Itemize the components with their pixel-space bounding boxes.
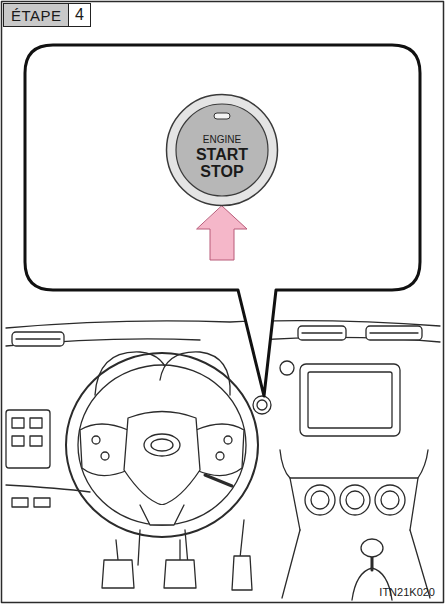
wheel-button <box>224 436 232 444</box>
switch <box>12 436 24 446</box>
knob <box>280 361 294 375</box>
button-face <box>176 104 268 196</box>
air-vent <box>298 326 346 340</box>
wheel-spoke <box>80 424 128 476</box>
pedal <box>164 560 196 588</box>
climate-knob <box>375 485 405 515</box>
air-vent <box>16 338 60 339</box>
climate-knob <box>346 491 364 509</box>
console <box>290 478 418 530</box>
gear-lever <box>371 556 374 570</box>
start-button-small <box>253 396 271 414</box>
air-vent <box>12 332 64 346</box>
step-tab: ÉTAPE <box>3 3 70 27</box>
press-arrow <box>197 206 247 260</box>
wheel-spoke <box>196 424 244 476</box>
steering-wheel <box>78 365 246 525</box>
switch <box>34 498 50 507</box>
step-text: 4 <box>75 6 84 24</box>
switch-panel <box>6 410 50 468</box>
air-vent <box>302 332 342 333</box>
wheel-hub <box>124 412 200 506</box>
indicator-lamp <box>214 113 230 119</box>
gear-knob <box>361 539 383 557</box>
pedal <box>102 560 134 588</box>
climate-knob <box>311 491 329 509</box>
wheel-button <box>101 452 109 460</box>
air-vent <box>366 326 422 340</box>
emblem <box>144 434 180 456</box>
air-vent <box>370 332 418 333</box>
climate-knob <box>305 485 335 515</box>
callout-bubble <box>25 45 420 396</box>
wheel-button <box>216 452 224 460</box>
step-text: ÉTAPE <box>11 7 62 24</box>
emblem <box>151 439 173 451</box>
button-label: START STOP <box>193 146 251 181</box>
paddle <box>205 475 232 486</box>
button-ring <box>167 95 278 206</box>
screen-bezel <box>300 364 400 436</box>
switch <box>12 418 24 428</box>
figure-code: ITN21K020 <box>379 586 435 598</box>
screen <box>308 372 392 428</box>
climate-knob <box>381 491 399 509</box>
pedal <box>232 556 252 590</box>
start-button-small <box>257 400 267 410</box>
start-stop-button: ENGINESTART STOP <box>165 93 279 207</box>
button-caption: ENGINE <box>203 134 241 145</box>
steering-wheel <box>66 353 258 537</box>
wheel-button <box>92 436 100 444</box>
console <box>280 450 428 478</box>
wheel-spoke <box>140 505 184 525</box>
pedal-arm <box>116 520 244 560</box>
switch <box>12 498 28 507</box>
step-number: 4 <box>68 3 91 27</box>
switch <box>30 436 42 446</box>
switch <box>30 418 42 428</box>
climate-knob <box>340 485 370 515</box>
